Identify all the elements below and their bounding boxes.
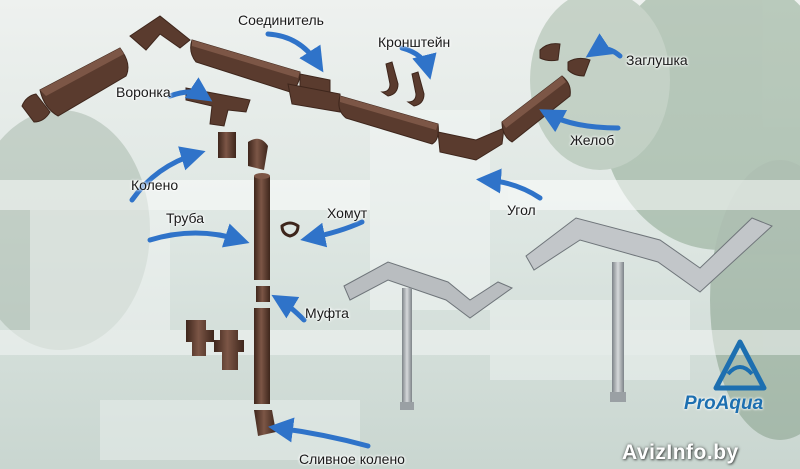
label-clamp: Хомут	[327, 205, 368, 221]
arrow-bracket	[399, 45, 437, 80]
arrow-coupling	[271, 294, 307, 323]
arrow-elbow	[129, 146, 206, 203]
gutter-section-1	[39, 47, 129, 117]
bracket-part-1	[380, 61, 399, 97]
callout-arrows	[129, 31, 623, 449]
tee-part-1	[186, 320, 214, 356]
tee-part-2	[214, 330, 244, 370]
arrow-corner	[476, 168, 543, 201]
label-funnel: Воронка	[116, 84, 171, 100]
arrow-connector	[265, 31, 324, 73]
watermark: AvizInfo.by	[622, 441, 739, 464]
end-cap-part-1	[539, 43, 561, 62]
gutter-parts	[21, 15, 591, 161]
elbow-part-2	[248, 138, 268, 170]
arrow-end-cap	[585, 33, 623, 59]
pipe-part-2	[254, 308, 270, 404]
arrow-funnel	[167, 77, 213, 102]
label-drain-elbow: Сливное колено	[299, 451, 405, 467]
coupling-part	[256, 286, 270, 302]
brand-name: ProAqua	[684, 393, 764, 414]
top-corner	[129, 15, 191, 51]
bracket-part-2	[406, 71, 425, 107]
assembled-system-large	[525, 217, 773, 402]
pipe-part-1	[254, 176, 270, 280]
label-connector: Соединитель	[238, 12, 324, 28]
arrow-pipe	[147, 223, 250, 248]
arrow-gutter	[539, 109, 621, 133]
proaqua-logo-icon	[713, 339, 767, 391]
label-bracket: Кронштейн	[378, 34, 451, 50]
corner-part	[437, 127, 505, 161]
label-end-cap: Заглушка	[626, 52, 688, 68]
assembled-system-small	[343, 261, 514, 410]
arrow-drain-elbow	[268, 417, 371, 449]
arrow-clamp	[300, 219, 365, 248]
left-end-cap	[21, 93, 51, 123]
label-gutter: Желоб	[570, 132, 615, 148]
label-corner: Угол	[507, 202, 536, 218]
label-coupling: Муфта	[305, 305, 349, 321]
gutter-right-part	[501, 75, 571, 143]
elbow-part-1	[218, 132, 236, 158]
label-elbow: Колено	[131, 177, 179, 193]
clamp-part	[280, 221, 300, 238]
label-pipe: Труба	[166, 210, 205, 226]
end-cap-part-2	[567, 57, 591, 77]
